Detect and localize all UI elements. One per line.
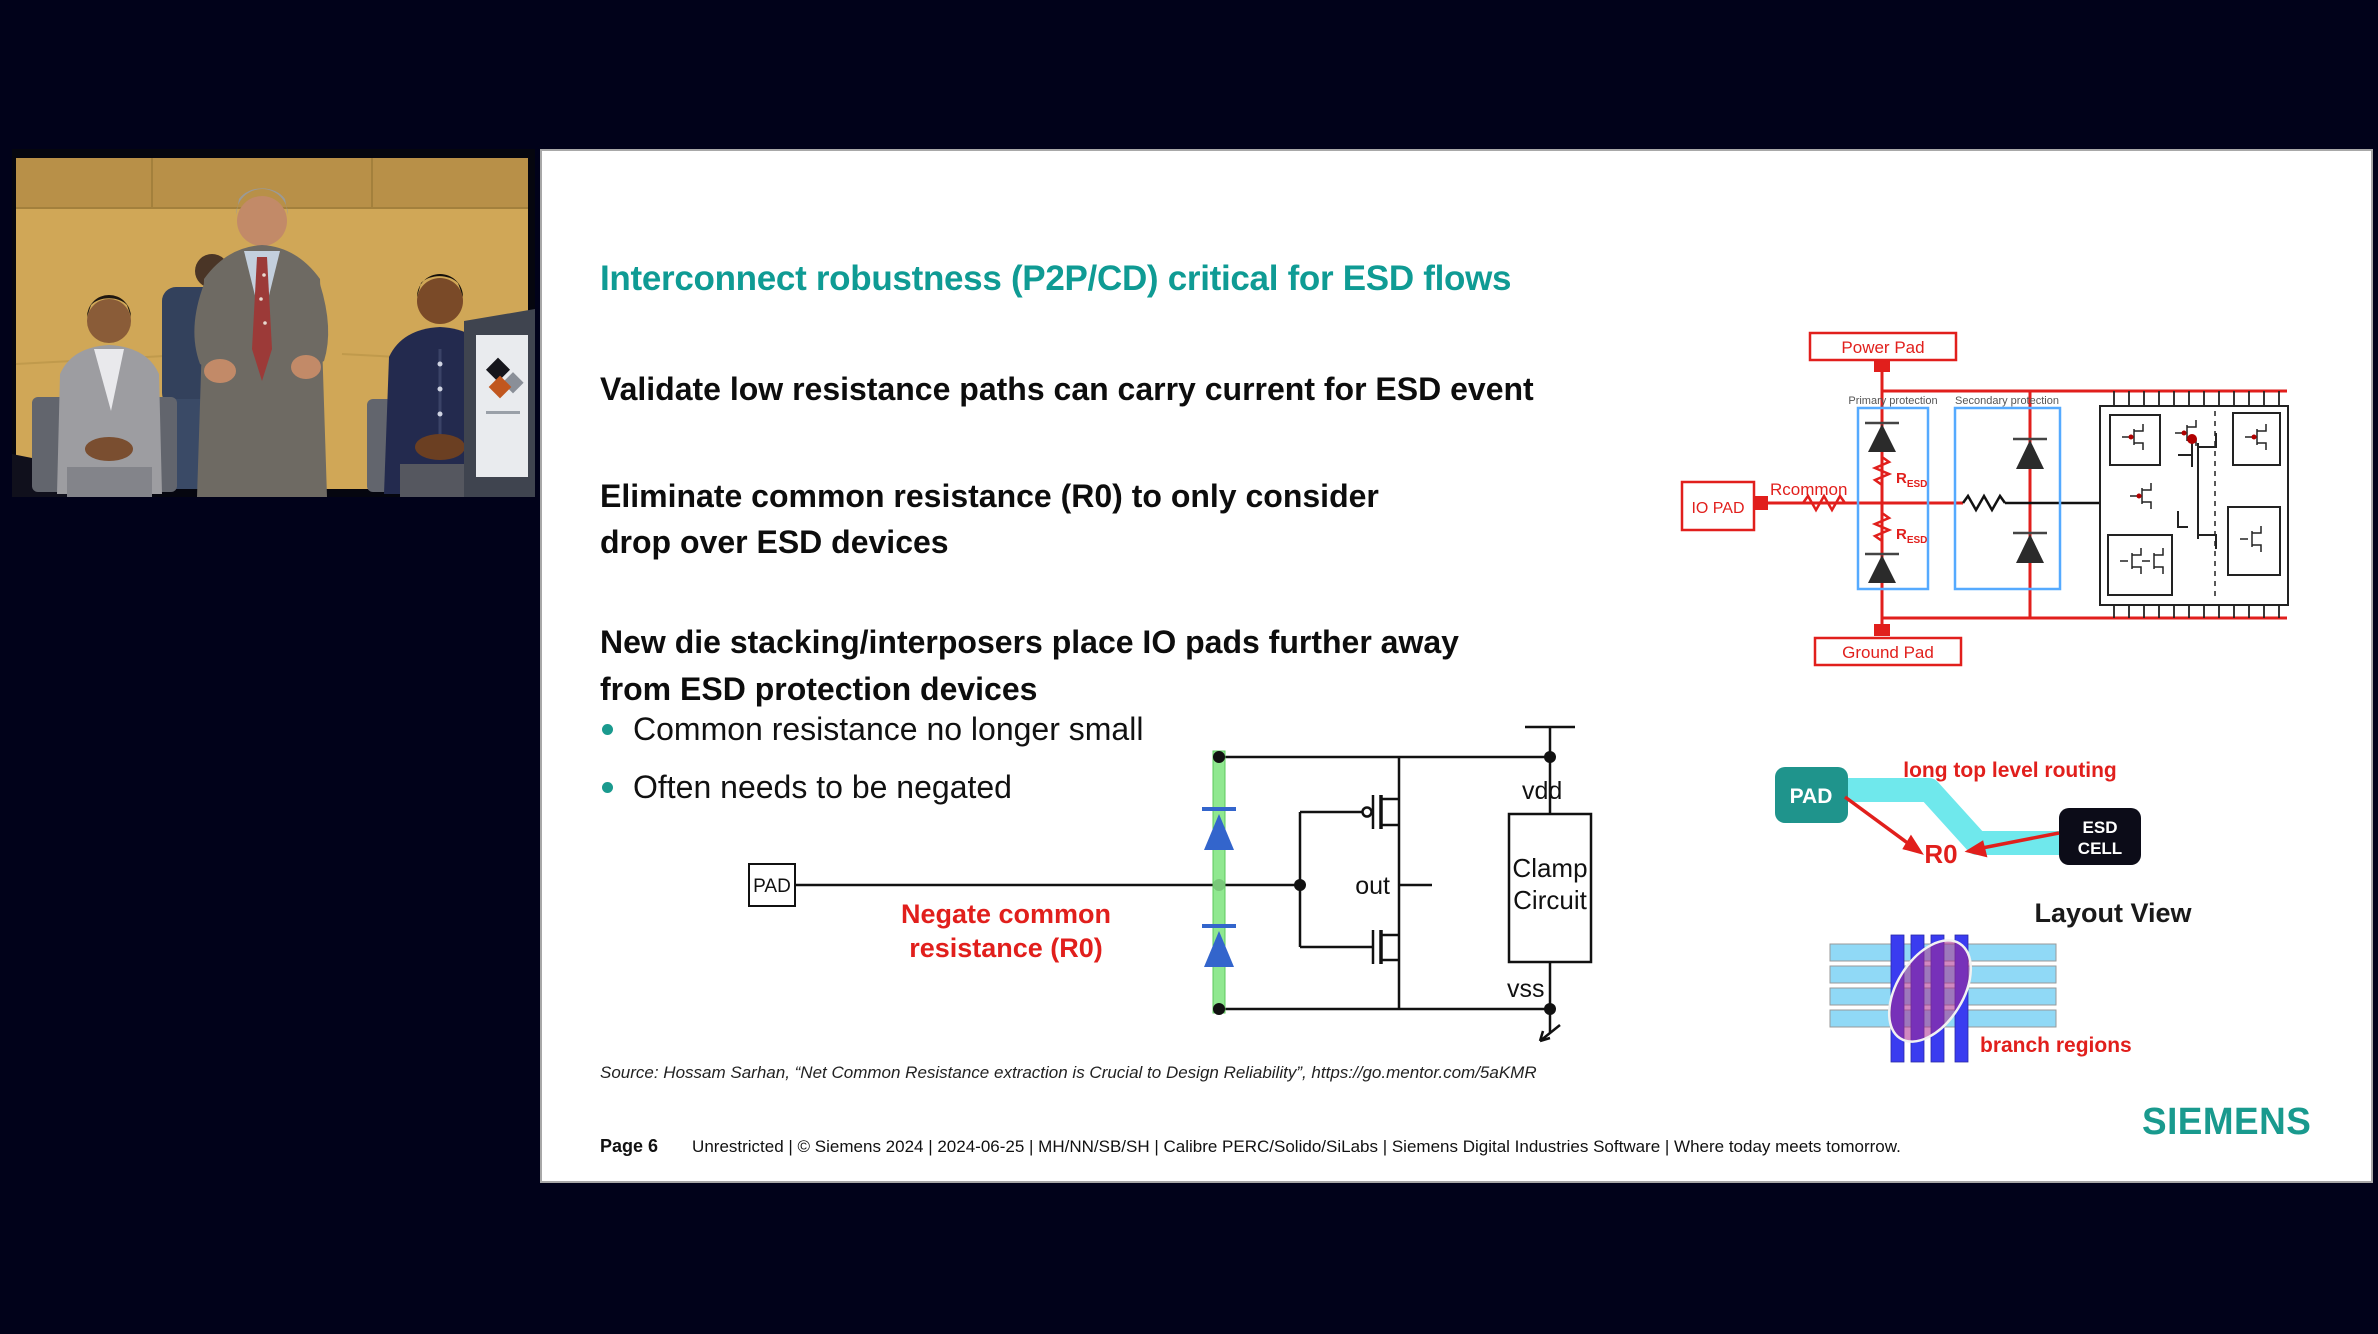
slide-footer: Page 6 Unrestricted | © Siemens 2024 | 2… [600,1136,1901,1157]
chip-internal-circuit [2099,391,2289,618]
speaking-presenter [194,188,329,497]
bullet-item: Common resistance no longer small [602,711,1143,748]
statement-stacking: New die stacking/interposers place IO pa… [600,619,1459,713]
io-pad-label: IO PAD [1691,500,1744,517]
secondary-protection-label: Secondary protection [1955,395,2059,407]
pad-label: PAD [753,876,791,897]
bullet-item: Often needs to be negated [602,769,1143,806]
secondary-diodes [2013,437,2047,563]
vss-label: vss [1507,975,1545,1003]
statement-eliminate-line2: drop over ESD devices [600,524,949,560]
negate-annotation-1: Negate common [901,899,1111,929]
layout-view-diagram: Layout View branch regions [1829,898,2193,1063]
rcommon-label: Rcommon [1770,480,1847,499]
pad-clamp-circuit-diagram: PAD Clamp Circuit vdd vss out Negate com… [748,725,1593,1043]
r0-arrows [1843,795,2060,858]
top-level-routing-diagram: PAD ESD CELL long top level routing R0 [1775,759,2141,869]
statement-stacking-line2: from ESD protection devices [600,671,1038,707]
primary-protection-label: Primary protection [1848,395,1937,407]
source-citation: Source: Hossam Sarhan, “Net Common Resis… [600,1063,1537,1082]
r0-label: R0 [1924,839,1957,869]
resd-label-1: RESD [1896,470,1927,490]
statement-stacking-line1: New die stacking/interposers place IO pa… [600,624,1459,660]
bullet-dot [602,782,613,793]
page-number: Page 6 [600,1136,659,1156]
layout-view-title: Layout View [2034,898,2192,928]
podium [464,309,535,497]
esd-cell-label-1: ESD [2083,818,2118,837]
negate-annotation-2: resistance (R0) [909,933,1103,963]
pad-block-label: PAD [1790,785,1833,808]
pad-block [1775,767,1848,823]
statement-eliminate: Eliminate common resistance (R0) to only… [600,473,1379,565]
power-pad-label: Power Pad [1841,338,1924,357]
statement-eliminate-line1: Eliminate common resistance (R0) to only… [600,478,1379,514]
clamp-label-2: Circuit [1513,885,1587,915]
left-presenter [32,295,177,497]
highlighted-esd-net [1202,750,1236,1014]
primary-diodes [1865,421,1899,583]
branch-regions-label: branch regions [1980,1034,2132,1057]
esd-cell-block [2059,808,2141,865]
bullet-list: Common resistance no longer small Often … [602,711,1143,827]
routing-annotation: long top level routing [1903,759,2117,782]
footer-metadata: Unrestricted | © Siemens 2024 | 2024-06-… [692,1137,1901,1156]
routing-path [1847,778,2067,855]
siemens-logo: SIEMENS [2142,1101,2312,1143]
esd-cell-label-2: CELL [2078,839,2122,858]
bullet-text: Often needs to be negated [633,769,1012,805]
bullet-text: Common resistance no longer small [633,711,1144,747]
resd-label-2: RESD [1896,526,1927,546]
bullet-dot [602,724,613,735]
esd-protection-diagram: Power Pad Ground Pad IO PAD Rcommon RESD… [1680,331,2289,667]
presentation-slide: Interconnect robustness (P2P/CD) critica… [540,149,2373,1183]
branch-region-highlight [1887,939,1973,1043]
presenter-photo [12,149,535,497]
vdd-label: vdd [1522,777,1562,805]
slide-title: Interconnect robustness (P2P/CD) critica… [600,259,1512,298]
presenter-video[interactable] [12,149,535,497]
ground-pad-label: Ground Pad [1842,643,1934,662]
statement-validate: Validate low resistance paths can carry … [600,371,1534,407]
clamp-label-1: Clamp [1512,853,1587,883]
out-label: out [1355,872,1390,900]
